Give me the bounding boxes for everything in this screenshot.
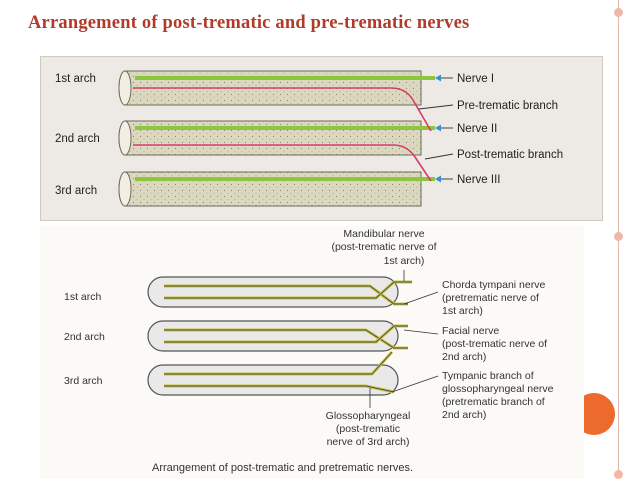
- bottom-arch-label-3: 3rd arch: [64, 375, 103, 387]
- post-trematic-branch-line: [133, 144, 432, 182]
- facial-nerve-label: Facial nerve (post-trematic nerve of 2nd…: [442, 325, 547, 363]
- mandibular-line: 1st arch): [384, 255, 425, 267]
- glosso-line: nerve of 3rd arch): [327, 436, 410, 448]
- bottom-leader-lines: [369, 270, 439, 408]
- nerve-2-label: Nerve II: [457, 123, 497, 135]
- decorative-dots: [612, 0, 625, 479]
- nerve-1-line: [135, 76, 435, 80]
- chorda-line: 1st arch): [442, 305, 483, 317]
- facial-line: 2nd arch): [442, 351, 486, 363]
- facial-line: (post-trematic nerve of: [442, 338, 547, 350]
- tympanic-line: Tympanic branch of: [442, 370, 534, 382]
- slide-title: Arrangement of post-trematic and pre-tre…: [28, 13, 470, 33]
- chorda-line: (pretrematic nerve of: [442, 292, 539, 304]
- nerve-3-line: [135, 177, 435, 181]
- bottom-arch-label-1: 1st arch: [64, 291, 102, 303]
- tympanic-line: 2nd arch): [442, 409, 486, 421]
- top-arch-label-2: 2nd arch: [55, 133, 100, 145]
- bottom-arch-label-2: 2nd arch: [64, 331, 105, 343]
- mandibular-line: (post-trematic nerve of: [331, 241, 436, 253]
- figure-caption: Arrangement of post-trematic and pretrem…: [152, 462, 413, 474]
- decor-dot: [614, 8, 623, 17]
- nerve-2-line: [135, 126, 435, 130]
- post-trematic-label: Post-trematic branch: [457, 149, 563, 161]
- top-arrows: [435, 74, 441, 183]
- glosso-line: (post-trematic: [336, 423, 400, 435]
- decor-dot: [614, 232, 623, 241]
- pre-trematic-branch-line: [133, 87, 432, 132]
- mandibular-line: Mandibular nerve: [343, 228, 424, 240]
- chorda-line: Chorda tympani nerve: [442, 279, 545, 291]
- facial-line: Facial nerve: [442, 325, 499, 337]
- glossopharyngeal-label: Glossopharyngeal (post-trematic nerve of…: [326, 410, 411, 448]
- bottom-tube-3: [147, 364, 399, 396]
- chorda-tympani-label: Chorda tympani nerve (pretrematic nerve …: [442, 279, 545, 317]
- tympanic-line: glossopharyngeal nerve: [442, 383, 554, 395]
- top-figure: 1st arch 2nd arch 3rd arch Nerve I Pre-t…: [40, 56, 603, 221]
- pre-trematic-label: Pre-trematic branch: [457, 100, 558, 112]
- bottom-tube-2: [147, 320, 399, 352]
- decor-dot: [614, 470, 623, 479]
- nerve-1-label: Nerve I: [457, 73, 494, 85]
- tympanic-branch-label: Tympanic branch of glossopharyngeal nerv…: [442, 370, 554, 421]
- top-arch-label-3: 3rd arch: [55, 185, 97, 197]
- bottom-tube-1: [147, 276, 399, 308]
- nerve-3-label: Nerve III: [457, 174, 500, 186]
- mandibular-label: Mandibular nerve (post-trematic nerve of…: [331, 228, 436, 267]
- bottom-figure-svg: 1st arch 2nd arch 3rd arch Mandibular ne…: [64, 228, 554, 474]
- tympanic-line: (pretrematic branch of: [442, 396, 545, 408]
- top-figure-svg: 1st arch 2nd arch 3rd arch Nerve I Pre-t…: [55, 70, 563, 207]
- bottom-tubes: [147, 276, 399, 396]
- bottom-figure: 1st arch 2nd arch 3rd arch Mandibular ne…: [40, 226, 584, 479]
- glosso-line: Glossopharyngeal: [326, 410, 411, 422]
- top-arch-label-1: 1st arch: [55, 73, 96, 85]
- bottom-nerves: [164, 280, 412, 394]
